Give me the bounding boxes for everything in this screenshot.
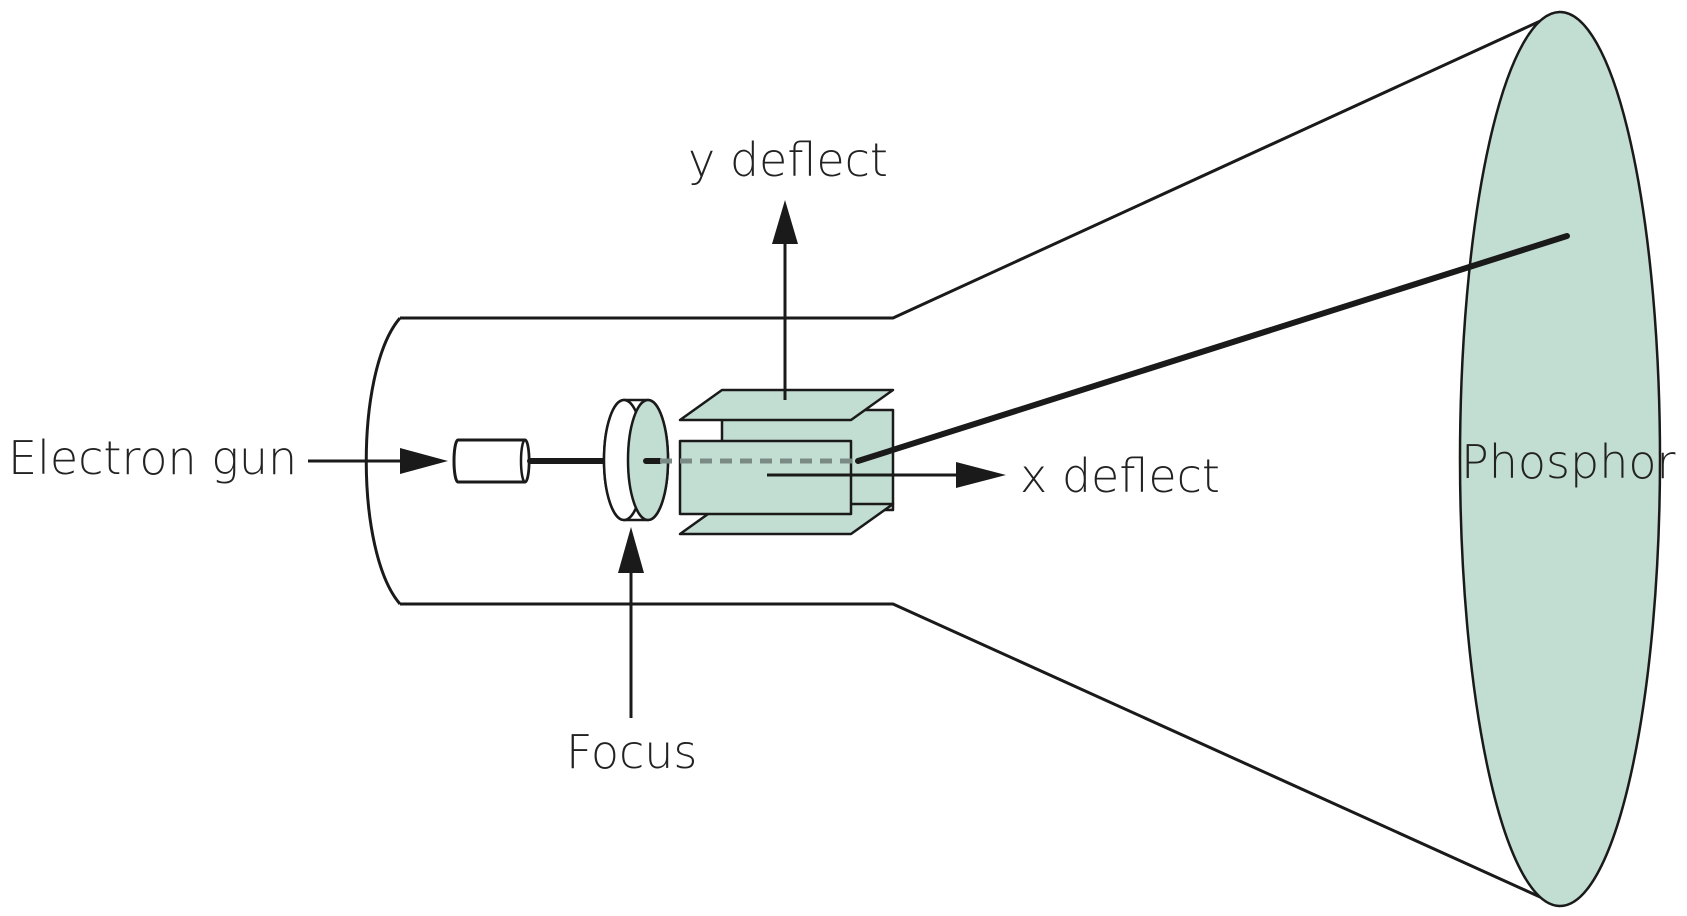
y-plate-top [678,388,895,422]
focus-arrow-icon [618,527,644,718]
electron-gun-arrow-icon [308,448,448,474]
phosphor-label: Phosphor [1461,435,1676,489]
y-deflect-label: y deflect [688,133,888,187]
x-deflect-arrow-icon [767,462,1006,488]
x-deflect-label: x deflect [1020,449,1220,503]
y-deflect-arrow-icon [772,200,798,400]
tube-neck-bottom-edge [400,602,1561,908]
tube-neck-top-edge [400,10,1561,320]
electron-gun-cylinder [452,438,531,484]
electron-gun-label: Electron gun [8,431,297,485]
deflected-beam [855,233,1570,464]
x-plate-front [678,439,853,516]
focus-lens [602,398,670,522]
phosphor-screen [1458,10,1662,908]
focus-label: Focus [566,725,697,779]
